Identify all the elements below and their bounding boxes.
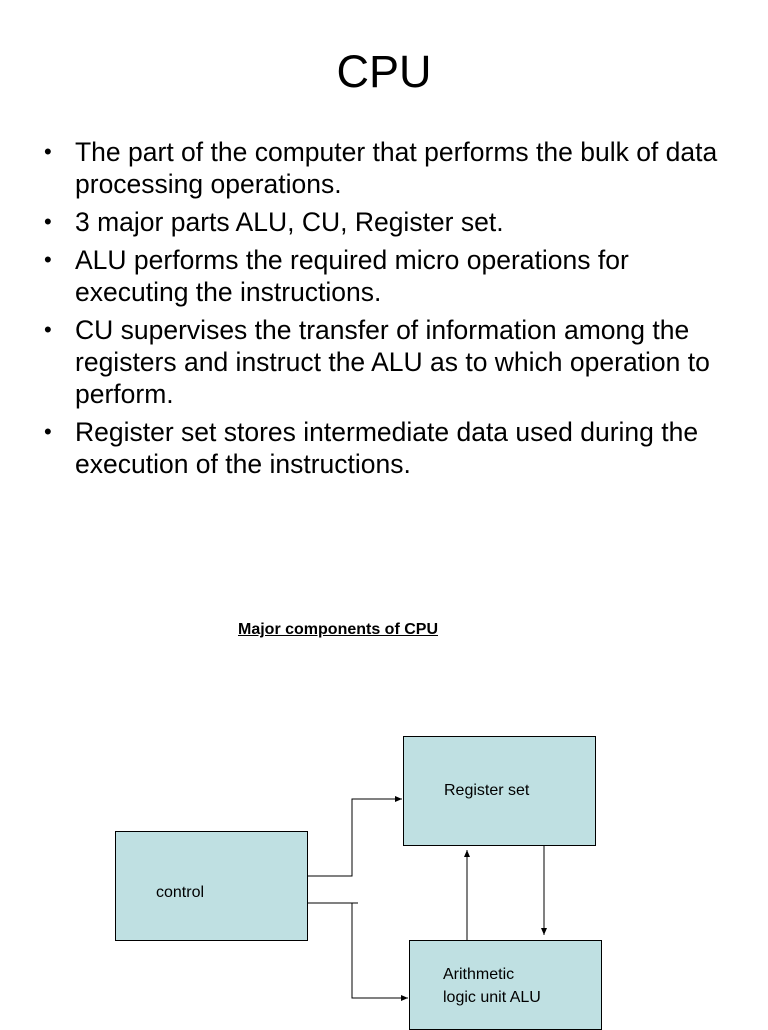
bullet-item: • The part of the computer that performs…: [44, 136, 744, 200]
bullet-dot-icon: •: [44, 419, 52, 444]
bullet-text: CU supervises the transfer of informatio…: [75, 315, 710, 409]
slide-title: CPU: [336, 46, 432, 97]
bullet-dot-icon: •: [44, 247, 52, 272]
bullet-dot-icon: •: [44, 209, 52, 234]
control-unit-label: control: [156, 884, 205, 901]
bullet-dot-icon: •: [44, 317, 52, 342]
bullet-text: Register set stores intermediate data us…: [75, 417, 699, 479]
register-set-label: Register set: [444, 782, 530, 799]
control-unit-box: control: [115, 831, 308, 941]
bullet-item: • CU supervises the transfer of informat…: [44, 314, 744, 410]
bullet-text: 3 major parts ALU, CU, Register set.: [75, 207, 504, 237]
control-to-register-arrow: [308, 796, 402, 877]
bullet-dot-icon: •: [44, 139, 52, 164]
bullet-item: • 3 major parts ALU, CU, Register set.: [44, 206, 744, 238]
diagram-connectors: [308, 796, 547, 1001]
alu-label: Arithmetic logic unit ALU: [443, 966, 541, 1006]
bullet-item: • ALU performs the required micro operat…: [44, 244, 744, 308]
cpu-components-diagram: Register set control Arithmetic logic un…: [0, 700, 768, 1030]
bullet-text: ALU performs the required micro operatio…: [75, 245, 629, 307]
bullet-item: • Register set stores intermediate data …: [44, 416, 744, 480]
control-to-alu-arrow-path: [351, 903, 408, 1001]
bullet-list: • The part of the computer that performs…: [44, 136, 744, 486]
diagram-caption: Major components of CPU: [238, 621, 439, 638]
register-set-box: Register set: [403, 736, 596, 846]
bullet-text: The part of the computer that performs t…: [75, 137, 718, 199]
